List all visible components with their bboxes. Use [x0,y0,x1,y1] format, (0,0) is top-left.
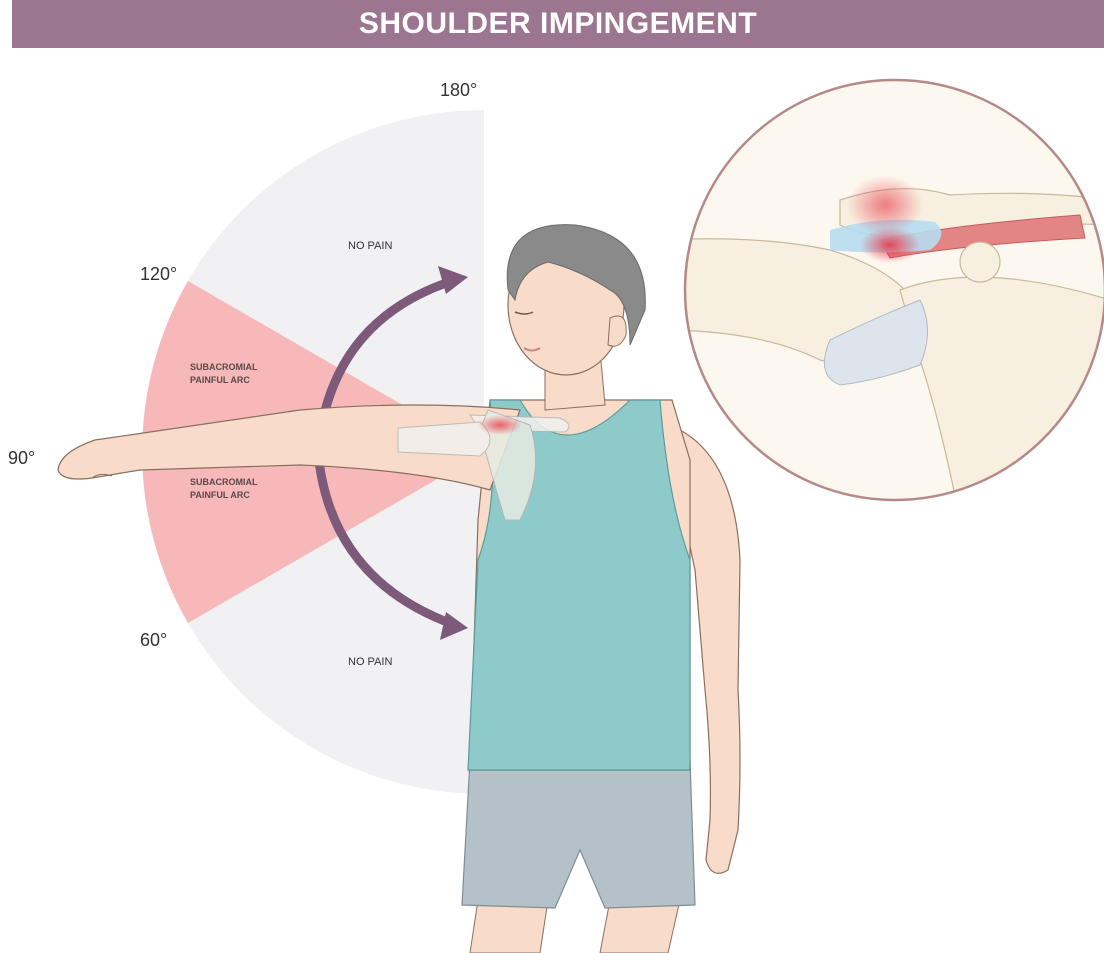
zone-label-no-pain-upper: NO PAIN [348,240,392,252]
humerus-head [398,422,490,456]
inflammation-core [860,227,920,263]
angle-label-90: 90° [8,448,35,468]
angle-label-60: 60° [140,630,167,650]
inflammation-glow [847,175,923,235]
magnified-shoulder-inset [660,80,1104,520]
angle-label-180: 180° [440,80,477,100]
inflamed-spot [478,415,522,435]
zone-label-no-pain-lower: NO PAIN [348,656,392,668]
angle-label-120: 120° [140,264,177,284]
zone-label-arc-upper-1: SUBACROMIAL [190,362,258,372]
coracoid [960,242,1000,282]
ear [608,316,626,346]
shorts [462,760,695,908]
zone-label-arc-lower-1: SUBACROMIAL [190,477,258,487]
zone-label-arc-lower-2: PAINFUL ARC [190,490,250,500]
zone-label-arc-upper-2: PAINFUL ARC [190,375,250,385]
